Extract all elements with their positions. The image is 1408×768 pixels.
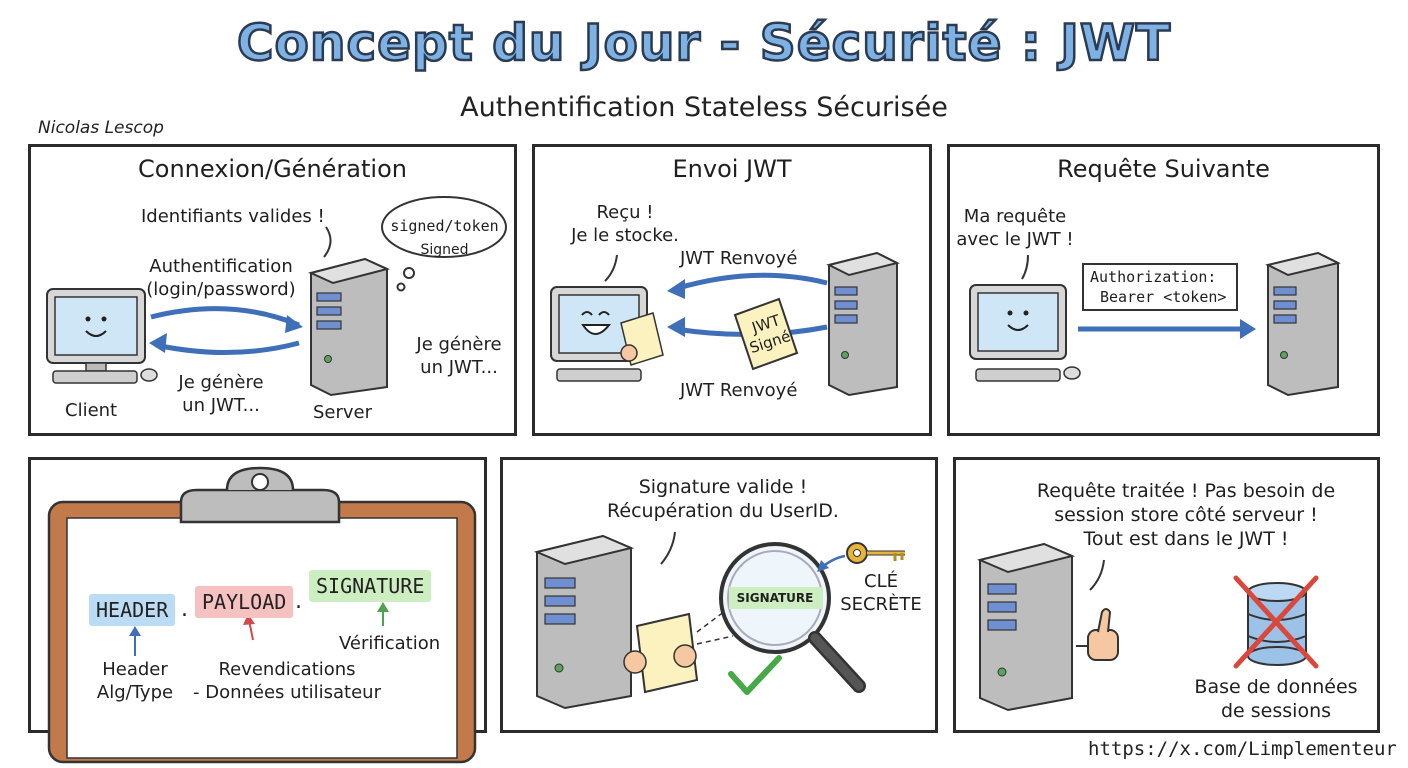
received-paper-icon xyxy=(620,312,664,366)
speech-request-line1: Ma requête xyxy=(963,206,1067,227)
server-tower-icon xyxy=(1265,251,1341,397)
signature-desc: Vérification xyxy=(339,633,441,654)
speech-received-line1: Reçu ! xyxy=(596,202,654,223)
check-icon xyxy=(728,655,782,695)
thumbs-up-icon xyxy=(1076,608,1119,661)
server-tower-icon xyxy=(826,251,900,397)
document-in-hand-icon xyxy=(623,612,699,694)
payload-desc-line2: - Données utilisateur xyxy=(193,682,381,703)
panel5-illustration xyxy=(533,531,905,710)
header-desc-line2: Alg/Type xyxy=(96,682,174,703)
token-payload: PAYLOAD xyxy=(195,586,294,618)
gen-right-line2: un JWT... xyxy=(420,357,498,378)
auth-header-line2: Bearer <token> xyxy=(1100,288,1227,306)
panel6-illustration xyxy=(976,542,1319,712)
panel-envoi-jwt: Envoi JWT Reçu ! Je le stocke. JWT Renvo… xyxy=(532,144,932,436)
panel-connexion: Connexion/Génération Identifiants valide… xyxy=(28,144,517,436)
panel-jwt-structure: HEADER . PAYLOAD . SIGNATURE Header Alg/… xyxy=(28,457,487,764)
token-dot-2: . xyxy=(295,589,302,614)
clipboard-icon xyxy=(47,466,477,764)
authorization-header-box: Authorization: Bearer <token> xyxy=(1082,263,1238,311)
token-dot-1: . xyxy=(181,597,188,622)
speech-processed-line1: Requête traitée ! Pas besoin de xyxy=(1036,480,1336,502)
key-label-line1: CLÉ xyxy=(864,571,898,592)
speech-request-line2: avec le JWT ! xyxy=(956,229,1074,250)
panel-title: Envoi JWT xyxy=(672,155,792,183)
thought-token-line1: signed/token xyxy=(390,217,499,235)
footer-url[interactable]: https://x.com/Limplementeur xyxy=(1088,738,1397,760)
gen-left-line1: Je génère xyxy=(178,372,264,393)
panel-requete-suivante: Requête Suivante Ma requête avec le JWT … xyxy=(947,144,1380,436)
panel1-illustration xyxy=(46,196,507,397)
panel-title: Connexion/Génération xyxy=(138,155,407,183)
panel2-illustration xyxy=(550,251,900,397)
speech-processed-line2: session store côté serveur ! xyxy=(1054,504,1318,526)
speech-signature-line1: Signature valide ! xyxy=(638,476,808,498)
key-icon xyxy=(846,542,905,564)
client-computer-icon xyxy=(969,284,1081,382)
signed-jwt-document-icon xyxy=(733,297,799,371)
panel-title: Requête Suivante xyxy=(1057,155,1270,183)
auth-label-line1: Authentification xyxy=(149,256,293,277)
token-header: HEADER xyxy=(89,594,176,626)
panel3-illustration xyxy=(969,251,1341,397)
speech-signature-line2: Récupération du UserID. xyxy=(607,500,839,522)
payload-desc-line1: Revendications xyxy=(218,659,356,680)
gen-right-line1: Je génère xyxy=(416,334,502,355)
server-label: Server xyxy=(313,402,373,423)
speech-received-line2: Je le stocke. xyxy=(571,225,679,246)
happy-computer-icon xyxy=(550,286,648,382)
header-desc-line1: Header xyxy=(102,659,168,680)
author-name: Nicolas Lescop xyxy=(38,118,164,138)
server-tower-icon xyxy=(533,534,635,710)
client-computer-icon xyxy=(46,288,158,384)
auth-header-line1: Authorization: xyxy=(1090,268,1217,286)
gen-left-line2: un JWT... xyxy=(182,395,260,416)
speech-valid-credentials: Identifiants valides ! xyxy=(141,206,325,227)
thought-cloud-icon xyxy=(381,196,507,292)
key-label-line2: SECRÈTE xyxy=(840,594,922,615)
panel-stateless: Requête traitée ! Pas besoin de session … xyxy=(953,457,1380,733)
auth-label-line2: (login/password) xyxy=(146,279,296,300)
client-label: Client xyxy=(65,400,118,421)
arrow-top-label: JWT Renvoyé xyxy=(680,248,798,269)
panel-verification: Signature valide ! Récupération du UserI… xyxy=(500,457,938,733)
lens-signature-label: SIGNATURE xyxy=(736,591,814,605)
speech-processed-line3: Tout est dans le JWT ! xyxy=(1083,528,1289,550)
arrow-bottom-label: JWT Renvoyé xyxy=(680,380,798,401)
server-tower-icon xyxy=(308,257,390,397)
page-subtitle: Authentification Stateless Sécurisée xyxy=(460,92,948,123)
db-label-line2: de sessions xyxy=(1220,700,1332,722)
thought-token-line2: Signed xyxy=(420,242,469,258)
server-tower-icon xyxy=(976,542,1076,712)
cross-icon xyxy=(1233,575,1319,669)
db-label-line1: Base de données xyxy=(1194,676,1358,698)
token-signature: SIGNATURE xyxy=(309,570,432,602)
magnifying-glass-icon xyxy=(719,542,866,693)
page-title: Concept du Jour - Sécurité : JWT xyxy=(236,13,1172,74)
